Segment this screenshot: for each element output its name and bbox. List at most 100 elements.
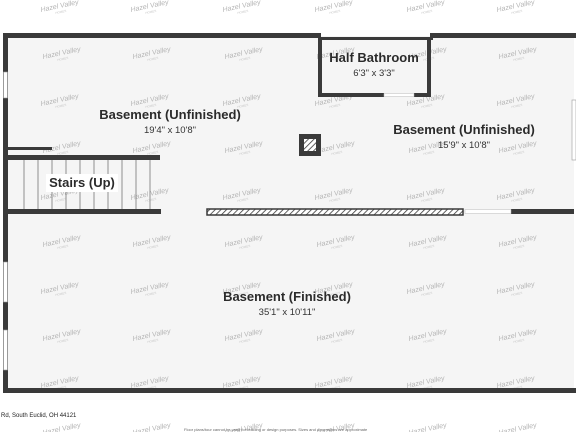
svg-text:HOMES: HOMES [55, 9, 67, 15]
room-name: Half Bathroom [329, 50, 419, 65]
svg-text:HOMES: HOMES [237, 291, 249, 297]
svg-text:HOMES: HOMES [237, 385, 249, 391]
svg-text:HOMES: HOMES [513, 150, 525, 156]
room-label-basement-unfinished-right: Basement (Unfinished) 15'9" x 10'8" [393, 122, 535, 151]
svg-text:HOMES: HOMES [237, 197, 249, 203]
window-left-upper [3, 71, 8, 99]
svg-text:HOMES: HOMES [239, 338, 251, 344]
bath-wall-top [318, 37, 433, 40]
svg-text:HOMES: HOMES [421, 103, 433, 109]
svg-text:HOMES: HOMES [239, 244, 251, 250]
svg-text:HOMES: HOMES [237, 9, 249, 15]
address-text: Rd, South Euclid, OH 44121 [1, 413, 77, 419]
window-left-lower-b [3, 329, 8, 371]
svg-text:HOMES: HOMES [513, 338, 525, 344]
svg-text:HOMES: HOMES [145, 9, 157, 15]
room-name: Basement (Unfinished) [393, 122, 535, 137]
svg-text:HOMES: HOMES [331, 150, 343, 156]
room-name: Basement (Unfinished) [99, 107, 241, 122]
svg-text:HOMES: HOMES [423, 244, 435, 250]
svg-text:HOMES: HOMES [147, 244, 159, 250]
room-label-half-bath: Half Bathroom 6'3" x 3'3" [329, 50, 419, 79]
dividing-wall-hatched [206, 208, 464, 216]
svg-text:HOMES: HOMES [57, 244, 69, 250]
svg-text:HOMES: HOMES [331, 56, 343, 62]
bath-wall-bottom-b [414, 93, 431, 97]
stair-treads [23, 160, 151, 209]
svg-text:HOMES: HOMES [147, 150, 159, 156]
svg-text:HOMES: HOMES [423, 150, 435, 156]
bath-wall-left [318, 37, 322, 97]
svg-text:Hazel Valley: Hazel Valley [408, 422, 448, 432]
wall-left [3, 33, 8, 393]
svg-text:HOMES: HOMES [329, 9, 341, 15]
svg-text:HOMES: HOMES [239, 150, 251, 156]
svg-text:HOMES: HOMES [147, 338, 159, 344]
svg-text:HOMES: HOMES [421, 385, 433, 391]
svg-text:Hazel Valley: Hazel Valley [316, 422, 356, 432]
support-column-inner [304, 139, 316, 151]
svg-text:HOMES: HOMES [511, 9, 523, 15]
svg-text:HOMES: HOMES [421, 291, 433, 297]
stairs-wall-bottom [8, 209, 161, 214]
bath-wall-bottom-a [318, 93, 384, 97]
dividing-opening [464, 209, 512, 214]
room-name: Stairs (Up) [49, 175, 115, 190]
svg-text:HOMES: HOMES [57, 56, 69, 62]
svg-text:HOMES: HOMES [511, 291, 523, 297]
bath-wall-right [427, 37, 431, 97]
stairs-label-backdrop [46, 174, 118, 192]
bathroom-door-opening [383, 93, 415, 97]
svg-text:HOMES: HOMES [55, 103, 67, 109]
room-dimensions: 15'9" x 10'8" [438, 140, 490, 151]
stairs-wall-top-thin [8, 147, 52, 150]
svg-text:Hazel Valley: Hazel Valley [42, 422, 82, 432]
dividing-wall-right [511, 209, 574, 214]
svg-text:HOMES: HOMES [55, 291, 67, 297]
svg-text:HOMES: HOMES [513, 244, 525, 250]
svg-text:HOMES: HOMES [237, 103, 249, 109]
room-dimensions: 19'4" x 10'8" [144, 125, 196, 136]
svg-text:HOMES: HOMES [145, 291, 157, 297]
stairs-wall-top [8, 155, 160, 160]
window-left-lower-a [3, 261, 8, 303]
svg-text:HOMES: HOMES [421, 197, 433, 203]
room-label-stairs: Stairs (Up) [46, 174, 118, 192]
window-right [571, 99, 576, 161]
wall-top-left [3, 33, 321, 38]
svg-text:HOMES: HOMES [511, 385, 523, 391]
room-dimensions: 35'1" x 10'11" [259, 307, 316, 318]
svg-text:Hazel Valley: Hazel Valley [224, 422, 264, 432]
disclaimer-text: Floor plans/tour cannot be used for buil… [184, 427, 368, 432]
svg-text:HOMES: HOMES [423, 338, 435, 344]
svg-text:HOMES: HOMES [421, 9, 433, 15]
svg-text:HOMES: HOMES [147, 56, 159, 62]
svg-text:HOMES: HOMES [239, 56, 251, 62]
room-label-basement-finished: Basement (Finished) 35'1" x 10'11" [223, 289, 351, 318]
svg-text:HOMES: HOMES [55, 385, 67, 391]
half-bathroom-walls [318, 37, 433, 97]
svg-text:HOMES: HOMES [331, 338, 343, 344]
svg-text:HOMES: HOMES [511, 197, 523, 203]
exterior-walls [3, 33, 576, 393]
svg-text:HOMES: HOMES [57, 150, 69, 156]
svg-text:HOMES: HOMES [513, 56, 525, 62]
room-dimensions: 6'3" x 3'3" [353, 68, 395, 79]
room-label-basement-unfinished-left: Basement (Unfinished) 19'4" x 10'8" [99, 107, 241, 136]
svg-text:Hazel Valley: Hazel Valley [498, 422, 538, 432]
svg-text:HOMES: HOMES [55, 197, 67, 203]
wall-bottom [3, 388, 576, 393]
room-name: Basement (Finished) [223, 289, 351, 304]
svg-text:HOMES: HOMES [329, 103, 341, 109]
